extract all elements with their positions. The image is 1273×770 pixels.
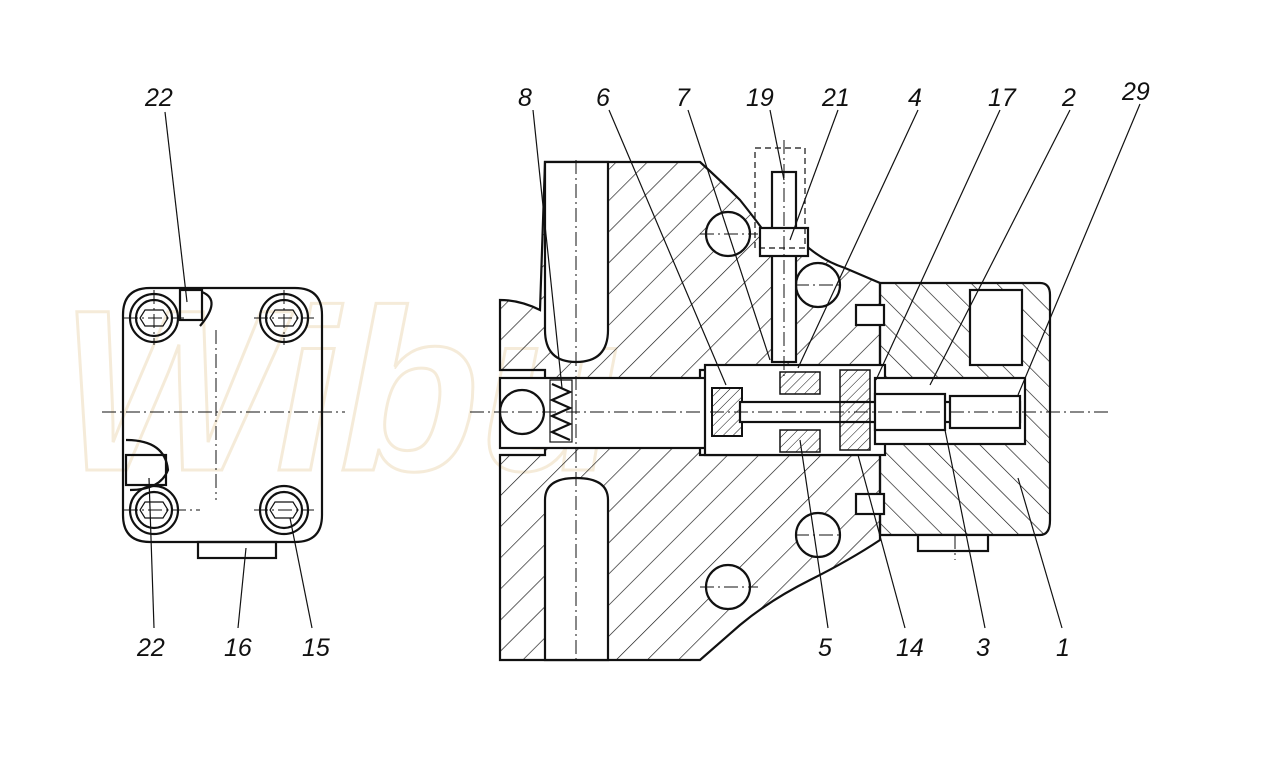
label-19: 19 [746, 84, 774, 112]
label-14: 14 [896, 634, 924, 662]
label-22-bottom: 22 [136, 634, 165, 662]
label-29: 29 [1121, 78, 1150, 106]
section-view: 8 6 7 19 21 4 17 2 29 5 14 3 1 [470, 78, 1150, 662]
label-17: 17 [988, 84, 1017, 112]
label-21: 21 [821, 84, 850, 112]
label-15: 15 [302, 634, 330, 662]
label-2: 2 [1061, 84, 1076, 112]
pin-top [178, 288, 204, 322]
label-3: 3 [976, 634, 990, 662]
pin-bottom [124, 453, 168, 487]
label-8: 8 [518, 84, 532, 112]
label-1: 1 [1056, 634, 1070, 662]
label-22-top: 22 [144, 84, 173, 112]
label-4: 4 [908, 84, 922, 112]
label-7: 7 [676, 84, 691, 112]
label-5: 5 [818, 634, 832, 662]
label-16: 16 [224, 634, 252, 662]
label-6: 6 [596, 84, 610, 112]
connector-tab [196, 540, 278, 560]
left-view: 22 22 16 15 [102, 84, 345, 662]
